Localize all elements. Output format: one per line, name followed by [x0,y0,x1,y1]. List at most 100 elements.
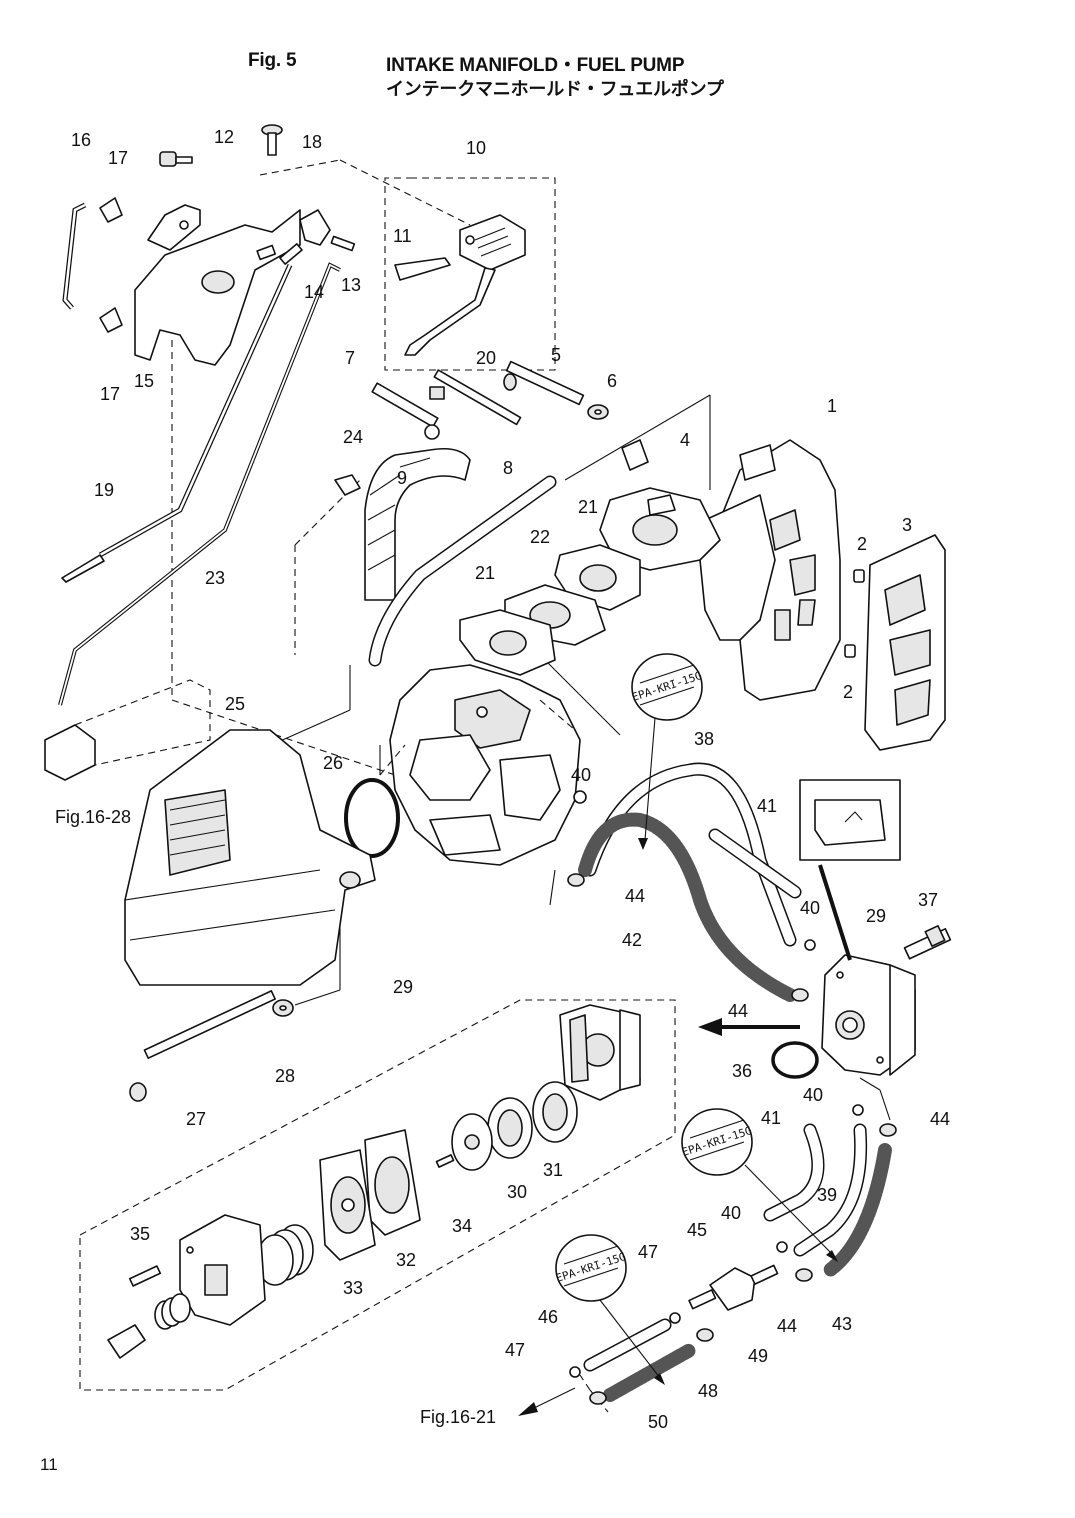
reference-fig16-28: Fig.16-28 [55,807,131,827]
cable-19 [61,243,303,583]
callout: 19 [94,480,114,500]
callout: 44 [728,1001,748,1021]
hose-43 [823,1143,892,1277]
callout: 16 [71,130,91,150]
callout: 40 [571,765,591,785]
callout: 33 [343,1278,363,1298]
link-rod-23 [58,262,341,706]
epa-stamp-2: EPA-KRI-15G [680,1108,838,1262]
callout: 26 [323,753,343,773]
callout: 15 [134,371,154,391]
callout: 9 [397,468,407,488]
washer-28 [272,999,294,1017]
gasket-32 [364,1129,421,1236]
callout: 22 [530,527,550,547]
callout: 2 [857,534,867,554]
callout: 3 [902,515,912,535]
fuel-pump-29 [821,954,916,1076]
hose-46 [583,1318,672,1372]
gasket-3 [864,534,946,751]
callout: 39 [817,1185,837,1205]
callout: 10 [466,138,486,158]
bolt-27 [129,990,276,1102]
filter-45 [688,1264,779,1311]
clip-24 [334,474,361,496]
intake-manifold-1 [599,439,841,701]
clamp-49-50 [589,1328,714,1405]
page-number: 11 [40,1455,58,1474]
hose-8 [368,475,557,667]
intake-silencer-25 [124,729,376,986]
carburetor [379,664,581,866]
screw-18 [261,124,283,156]
callout: 29 [866,906,886,926]
choke-knob-10 [394,214,526,356]
hose-9 [364,447,471,601]
epa-stamp-3: EPA-KRI-15G [554,1234,665,1385]
fitting-37 [903,924,952,960]
callout: 28 [275,1066,295,1086]
hose-48 [603,1343,697,1402]
callout: 38 [694,729,714,749]
callout: 47 [505,1340,525,1360]
figure-number: Fig. 5 [248,50,297,71]
callout: 5 [551,345,561,365]
rod-16 [62,202,87,310]
hose-42 [578,812,797,1002]
callout: 30 [507,1182,527,1202]
callout: 18 [302,132,322,152]
callout: 36 [732,1061,752,1081]
callout: 12 [214,127,234,147]
callout: 49 [748,1346,768,1366]
fig16-21-arrow [518,1387,576,1416]
callout: 46 [538,1307,558,1327]
washer-6 [587,404,609,420]
callout: 6 [607,371,617,391]
callout: 40 [800,898,820,918]
callout: 29 [393,977,413,997]
callout: 48 [698,1381,718,1401]
diaphragm-33 [319,1149,376,1261]
hose-41 [708,828,802,899]
plunger [107,1324,146,1359]
bolt-5 [503,360,585,406]
callout: 25 [225,694,245,714]
dowel-2 [844,569,865,658]
clamp-4 [621,439,649,471]
reference-fig16-21: Fig.16-21 [420,1407,496,1427]
gasket-21-lower [459,609,556,676]
callout: 31 [543,1160,563,1180]
clip-17 [99,197,123,333]
callout: 7 [345,348,355,368]
callout: 21 [475,563,495,583]
callout: 13 [341,275,361,295]
callout: 11 [393,226,412,246]
screw-35 [128,1265,162,1287]
callout: 20 [476,348,496,368]
hose-39 [793,1123,868,1257]
small-spring [154,1293,191,1330]
callout: 44 [777,1316,797,1336]
callout: 8 [503,458,513,478]
clamp-44 [567,873,897,1282]
throttle-bracket [134,204,301,366]
clip-47 [569,1312,681,1378]
valve-disc-31 [532,1081,578,1143]
clip-40-carb [573,790,864,1253]
pump-cover [179,1214,266,1326]
o-ring-26 [344,778,400,858]
callout: 50 [648,1412,668,1432]
direction-arrow [698,1018,800,1036]
cable-link-14 [299,209,331,246]
callout: 42 [622,930,642,950]
callout: 14 [304,282,324,302]
callout: 27 [186,1109,206,1129]
callout: 34 [452,1216,472,1236]
pump-body-exploded [559,1004,641,1101]
callout: 2 [843,682,853,702]
callout: 35 [130,1224,150,1244]
callout: 4 [680,430,690,450]
callout: 17 [108,148,128,168]
callout: 1 [827,396,837,416]
